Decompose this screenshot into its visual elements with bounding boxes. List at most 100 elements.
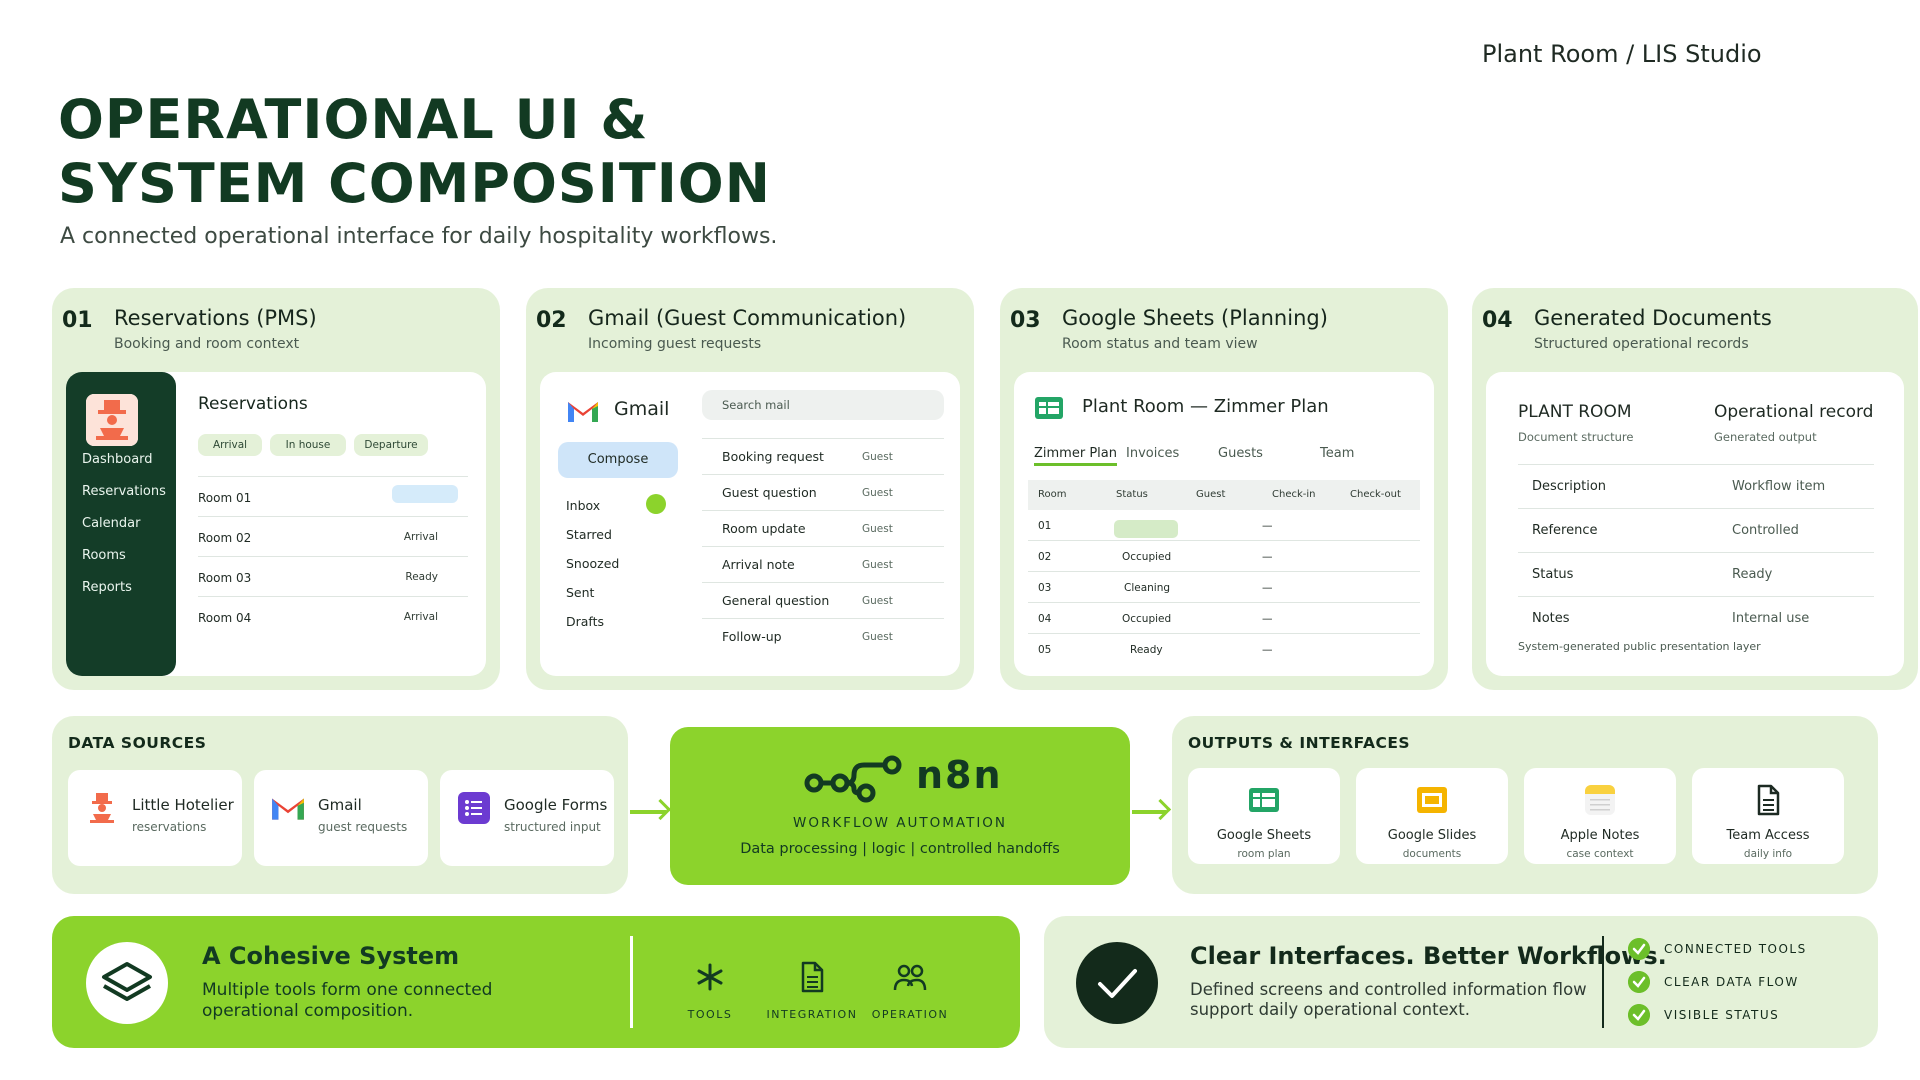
table-row[interactable]: 03 Cleaning — [1028, 572, 1420, 603]
table-row[interactable]: 04 Occupied — [1028, 603, 1420, 634]
output-card-team-access[interactable]: Team Access daily info [1692, 768, 1844, 864]
table-row[interactable]: Room 01 [198, 476, 468, 516]
cell-room: 01 [1038, 520, 1052, 532]
hotelier-icon [90, 793, 114, 823]
output-desc: room plan [1237, 848, 1291, 860]
gmail-app-name: Gmail [614, 398, 670, 420]
panel-title: Generated Documents [1534, 306, 1772, 330]
document-value: Ready [1732, 567, 1773, 582]
panel-subtitle: Incoming guest requests [588, 336, 762, 352]
sheets-window: Plant Room — Zimmer Plan Zimmer Plan Inv… [1014, 372, 1434, 676]
gmail-icon [568, 402, 598, 422]
document-footer: System-generated public presentation lay… [1518, 640, 1761, 653]
document-key: Reference [1532, 523, 1598, 538]
page-title: OPERATIONAL UI & SYSTEM COMPOSITION [58, 88, 771, 216]
n8n-wordmark: n8n [916, 753, 1003, 797]
sidebar-item-reservations[interactable]: Reservations [82, 484, 166, 499]
hotelier-icon [86, 394, 138, 446]
table-row[interactable]: 01 — [1028, 510, 1420, 541]
folder-sent[interactable]: Sent [566, 585, 595, 600]
status-bar [392, 485, 458, 503]
panel-number: 03 [1010, 308, 1041, 333]
flow-arrow-out [1132, 810, 1166, 814]
source-name: Gmail [318, 796, 362, 814]
document-row: Description Workflow item [1518, 464, 1874, 508]
sheet-title: Plant Room — Zimmer Plan [1082, 396, 1329, 417]
table-row[interactable]: Room 03 Ready [198, 556, 468, 596]
tab-invoices[interactable]: Invoices [1126, 446, 1180, 461]
sidebar-item-rooms[interactable]: Rooms [82, 548, 126, 563]
document-row: Status Ready [1518, 552, 1874, 596]
folder-snoozed[interactable]: Snoozed [566, 556, 620, 571]
table-row[interactable]: Room 02 Arrival [198, 516, 468, 556]
check-item-clear-data-flow: CLEAR DATA FLOW [1628, 971, 1868, 995]
source-desc: reservations [132, 820, 207, 834]
cohesive-description-line-2: operational composition. [202, 1001, 414, 1021]
cell-checkin: — [1262, 613, 1273, 625]
sheets-icon [1249, 788, 1279, 812]
feature-label: TOOLS [687, 1008, 733, 1021]
compose-button[interactable]: Compose [558, 442, 678, 478]
mail-subject: Room update [722, 521, 806, 536]
source-card-google-forms[interactable]: Google Forms structured input [440, 770, 614, 866]
room-name: Room 04 [198, 611, 252, 625]
document-row: Reference Controlled [1518, 508, 1874, 552]
output-card-google-sheets[interactable]: Google Sheets room plan [1188, 768, 1340, 864]
document-icon [801, 961, 824, 993]
feature-label: OPERATION [871, 1008, 949, 1021]
data-sources-section: DATA SOURCES Little Hotelier reservation… [52, 716, 628, 894]
panel-subtitle: Structured operational records [1534, 336, 1749, 352]
mail-subject: Follow-up [722, 629, 782, 644]
table-row[interactable]: 05 Ready — [1028, 634, 1420, 665]
sidebar-item-calendar[interactable]: Calendar [82, 516, 141, 531]
mail-row[interactable]: Room update Guest [702, 510, 944, 546]
n8n-description: Data processing | logic | controlled han… [740, 841, 1060, 857]
panel-sheets: 03 Google Sheets (Planning) Room status … [1000, 288, 1448, 690]
filter-chip-arrival[interactable]: Arrival [198, 434, 262, 456]
tab-zimmer-plan[interactable]: Zimmer Plan [1034, 446, 1117, 466]
mail-row[interactable]: Follow-up Guest [702, 618, 944, 654]
mail-subject: General question [722, 593, 830, 608]
feature-label: INTEGRATION [766, 1008, 858, 1021]
source-card-little-hotelier[interactable]: Little Hotelier reservations [68, 770, 242, 866]
output-desc: case context [1566, 848, 1634, 860]
panel-reservations: 01 Reservations (PMS) Booking and room c… [52, 288, 500, 690]
tab-team[interactable]: Team [1320, 446, 1355, 461]
feature-integration: INTEGRATION [752, 960, 872, 1021]
mail-row[interactable]: General question Guest [702, 582, 944, 618]
outputs-section: OUTPUTS & INTERFACES Google Sheets room … [1172, 716, 1878, 894]
cell-status: Ready [1130, 644, 1163, 656]
clear-interfaces-banner: Clear Interfaces. Better Workflows. Defi… [1044, 916, 1878, 1048]
layers-badge [86, 942, 168, 1024]
clear-description-line-2: support daily operational context. [1190, 1000, 1470, 1019]
filter-chip-departure[interactable]: Departure [354, 434, 428, 456]
checkmark-icon [1098, 969, 1137, 998]
tab-guests[interactable]: Guests [1218, 446, 1263, 461]
pms-sidebar: Dashboard Reservations Calendar Rooms Re… [66, 372, 176, 676]
cohesive-description-line-1: Multiple tools form one connected [202, 980, 493, 1000]
table-row[interactable]: Room 04 Arrival [198, 596, 468, 636]
folder-drafts[interactable]: Drafts [566, 614, 605, 629]
table-header: Room Status Guest Check-in Check-out [1028, 480, 1420, 510]
check-circle-icon [1628, 1004, 1650, 1026]
feature-operation: OPERATION [850, 960, 970, 1021]
cohesive-system-banner: A Cohesive System Multiple tools form on… [52, 916, 1020, 1048]
cell-status: Occupied [1122, 613, 1172, 625]
search-input[interactable]: Search mail [702, 390, 944, 420]
filter-chip-in-house[interactable]: In house [270, 434, 346, 456]
output-card-google-slides[interactable]: Google Slides documents [1356, 768, 1508, 864]
mail-row[interactable]: Guest question Guest [702, 474, 944, 510]
folder-starred[interactable]: Starred [566, 527, 612, 542]
panel-subtitle: Booking and room context [114, 336, 300, 352]
document-left-heading: PLANT ROOM [1518, 402, 1632, 422]
sidebar-item-dashboard[interactable]: Dashboard [82, 452, 153, 467]
output-card-apple-notes[interactable]: Apple Notes case context [1524, 768, 1676, 864]
table-row[interactable]: 02 Occupied — [1028, 541, 1420, 572]
mail-row[interactable]: Arrival note Guest [702, 546, 944, 582]
sidebar-item-reports[interactable]: Reports [82, 580, 132, 595]
folder-inbox[interactable]: Inbox [566, 498, 601, 513]
panel-number: 04 [1482, 308, 1513, 333]
source-card-gmail[interactable]: Gmail guest requests [254, 770, 428, 866]
flow-arrow-in [630, 810, 666, 814]
mail-row[interactable]: Booking request Guest [702, 438, 944, 474]
